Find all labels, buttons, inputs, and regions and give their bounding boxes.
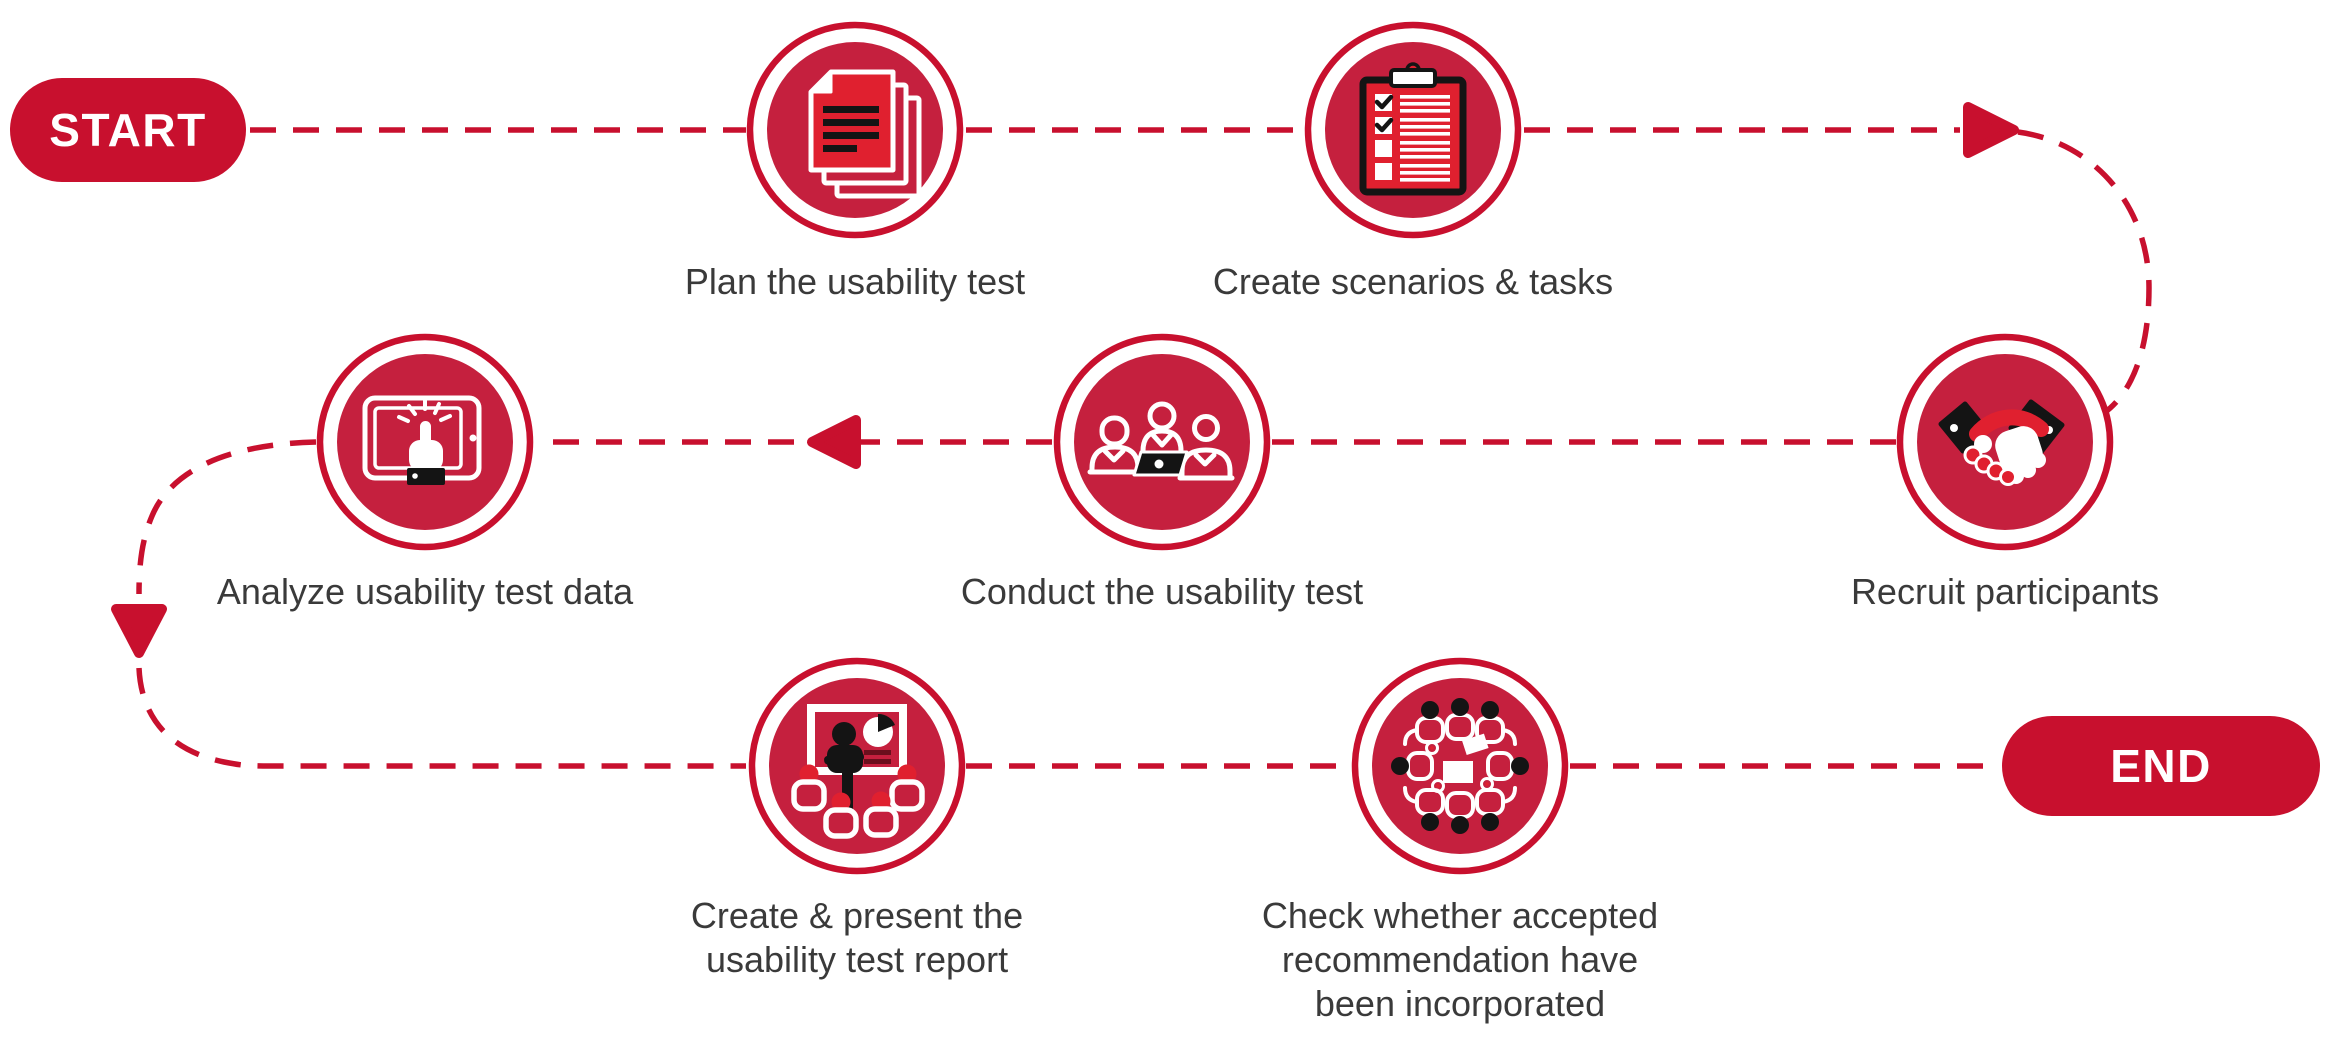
arrowhead-right-icon <box>1963 102 2019 158</box>
step-label: Analyze usability test data <box>217 571 634 612</box>
arrowhead-left-icon <box>807 415 861 469</box>
step-label-line-1: Create & present the <box>691 895 1023 936</box>
roundtable-icon <box>1391 698 1529 834</box>
step-check: Check whether accepted recommendation ha… <box>1262 657 1658 1024</box>
step-label: Create scenarios & tasks <box>1213 261 1613 302</box>
step-conduct: Conduct the usability test <box>961 333 1363 612</box>
documents-icon <box>808 69 922 199</box>
step-label: Plan the usability test <box>685 261 1025 302</box>
end-label: END <box>2110 740 2212 792</box>
step-label: Conduct the usability test <box>961 571 1363 612</box>
step-label-line-1: Check whether accepted <box>1262 895 1658 936</box>
step-label-line-2: usability test report <box>706 939 1008 980</box>
connector-curve-left-upper <box>136 439 317 595</box>
end-node: END <box>2002 716 2320 816</box>
clipboard-checklist-icon <box>1359 62 1467 196</box>
step-report: Create & present the usability test repo… <box>691 657 1023 980</box>
start-label: START <box>49 104 206 156</box>
end-pill <box>2002 716 2320 816</box>
arrowhead-down-icon <box>111 604 167 658</box>
connector-curve-right-down <box>2017 129 2152 416</box>
step-scenarios: Create scenarios & tasks <box>1213 21 1613 302</box>
step-plan: Plan the usability test <box>685 21 1025 302</box>
step-label: Recruit participants <box>1851 571 2159 612</box>
step-label-line-2: recommendation have <box>1282 939 1638 980</box>
presentation-icon <box>791 704 925 839</box>
connector-curve-left-lower <box>136 667 746 769</box>
connectors <box>111 102 2152 769</box>
step-recruit: Recruit participants <box>1851 333 2159 612</box>
start-node: START <box>10 78 246 182</box>
step-label-line-3: been incorporated <box>1315 983 1605 1024</box>
tablet-touch-icon <box>362 395 482 485</box>
handshake-icon <box>1938 399 2065 486</box>
people-laptop-icon <box>1087 401 1235 481</box>
step-analyze: Analyze usability test data <box>217 333 634 612</box>
start-pill <box>10 78 246 182</box>
